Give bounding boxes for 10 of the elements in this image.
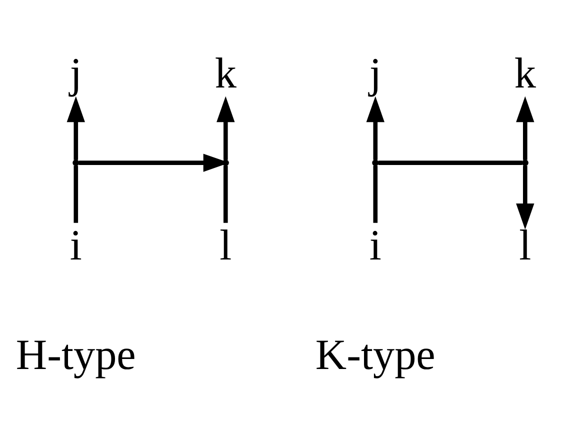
node-text: i (70, 222, 82, 270)
node-text: i (369, 222, 382, 270)
node-text: l (519, 222, 532, 270)
node-text: k (514, 50, 536, 97)
label: K-type (315, 332, 436, 379)
node-text: l (220, 222, 232, 270)
node-text: j (70, 50, 82, 97)
node-text: j (369, 50, 382, 97)
node-text: k (214, 50, 236, 97)
label: H-type (16, 332, 136, 379)
